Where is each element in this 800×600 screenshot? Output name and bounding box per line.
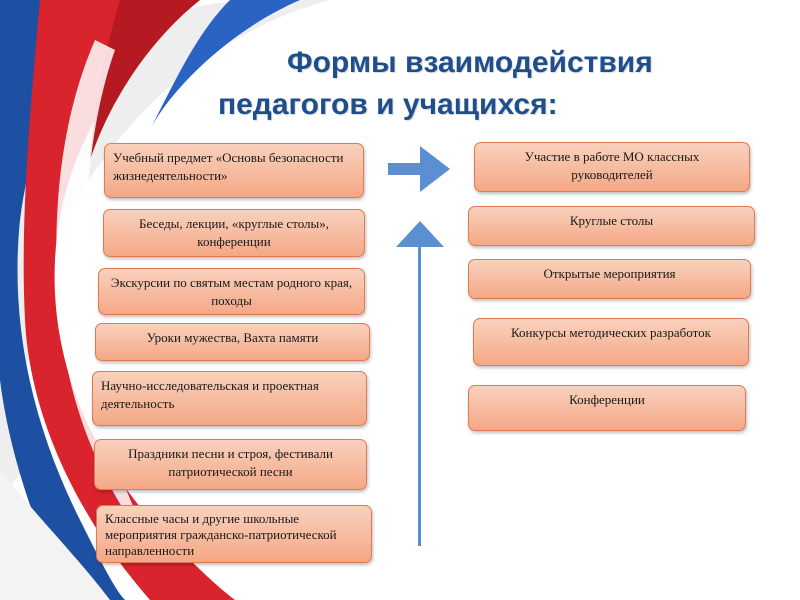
right-box-round-tables: Круглые столы <box>468 206 755 246</box>
right-box-conferences: Конференции <box>468 385 746 431</box>
left-box-courage-lessons: Уроки мужества, Вахта памяти <box>95 323 370 361</box>
right-box-open-events: Открытые мероприятия <box>468 259 751 299</box>
up-arrow-icon <box>396 221 444 546</box>
slide-title-line-2: педагогов и учащихся: <box>218 88 558 121</box>
right-box-mo-participation: Участие в работе МО классных руководител… <box>474 142 750 192</box>
right-box-method-contests: Конкурсы методических разработок <box>473 318 749 366</box>
left-box-excursions: Экскурсии по святым местам родного края,… <box>98 268 365 315</box>
slide-title-line-1: Формы взаимодействия <box>287 46 653 79</box>
right-arrow-icon <box>388 146 450 192</box>
left-box-obzh: Учебный предмет «Основы безопасности жиз… <box>104 143 364 198</box>
left-box-research: Научно-исследовательская и проектная дея… <box>92 371 367 426</box>
left-box-talks: Беседы, лекции, «круглые столы», конфере… <box>103 209 365 257</box>
left-box-song-festivals: Праздники песни и строя, фестивали патри… <box>94 439 367 490</box>
left-box-class-hours: Классные часы и другие школьные мероприя… <box>96 505 372 563</box>
